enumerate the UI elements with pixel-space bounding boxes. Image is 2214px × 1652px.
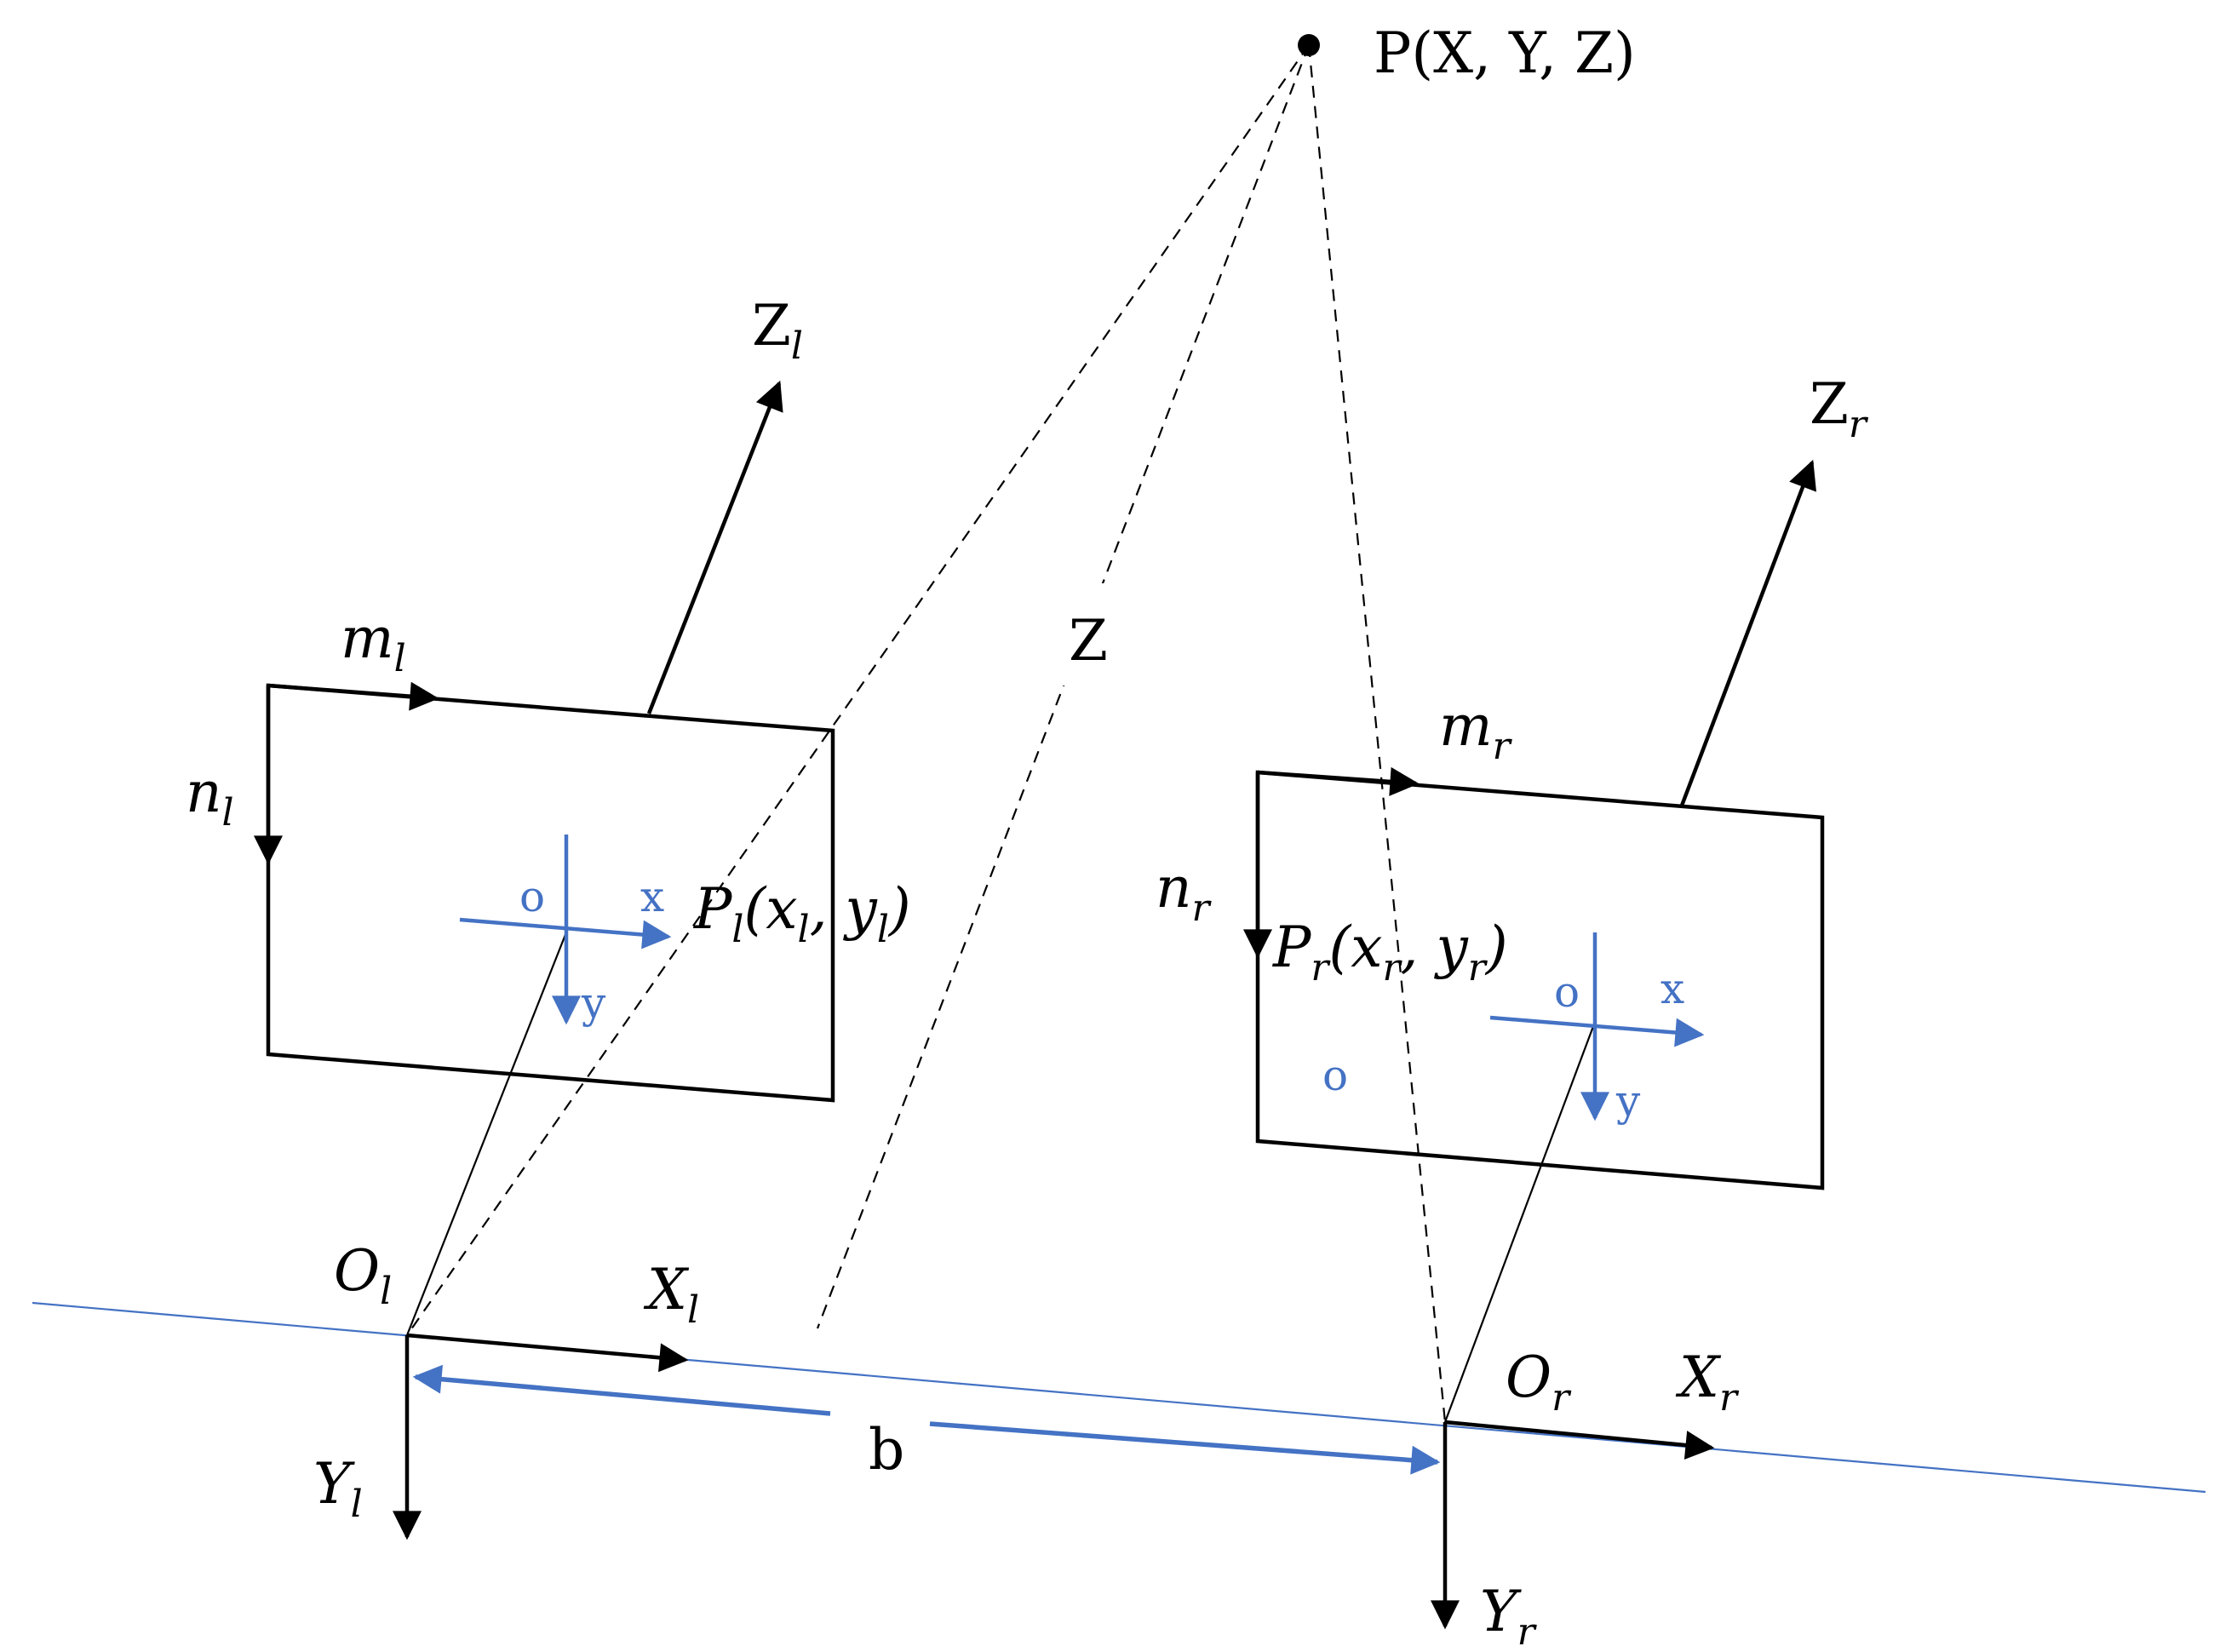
right-image-x-label: x [1660, 964, 1684, 1013]
left-optical-axis-label: Zl [752, 293, 803, 368]
right-world-x-axis-arrow [1444, 1420, 1715, 1460]
left-camera: o x y Zl ml nl Pl(xl, yl) Ol Xl Yl [186, 293, 911, 1540]
left-m-axis-arrow [267, 681, 439, 711]
right-n-label: nr [1156, 855, 1213, 930]
ray-p-to-left-origin [406, 44, 1310, 1336]
left-projection-label: Pl(xl, yl) [693, 876, 911, 951]
left-image-plane [266, 683, 835, 1103]
right-stray-mark: o [1322, 1051, 1348, 1100]
right-world-y-label: Yr [1480, 1579, 1538, 1652]
left-image-origin-label: o [519, 872, 545, 921]
point-p-label: P(X, Y, Z) [1374, 20, 1636, 86]
left-origin-label: Ol [334, 1238, 392, 1313]
baseline-label: b [869, 1417, 904, 1483]
right-image-plane [1255, 770, 1825, 1190]
right-image-origin-label: o [1554, 967, 1580, 1017]
left-optical-axis-arrow [646, 380, 783, 714]
right-optical-axis-label: Zr [1810, 371, 1869, 446]
left-focal-line [405, 932, 568, 1336]
ray-p-to-right-origin [1307, 44, 1447, 1423]
right-m-label: mr [1439, 693, 1513, 768]
right-m-axis-arrow [1257, 766, 1420, 796]
depth-label: Z [1069, 608, 1108, 674]
right-projection-label: Pr(xr, yr) [1272, 915, 1508, 989]
right-image-y-label: y [1615, 1076, 1641, 1126]
left-world-y-label: Yl [313, 1451, 363, 1526]
left-world-x-label: Xl [643, 1257, 699, 1332]
depth-label-gap [1047, 583, 1124, 685]
right-world-x-label: Xr [1675, 1345, 1740, 1420]
left-m-label: ml [341, 605, 406, 680]
right-camera: o x y o Zr mr nr Pr(xr, yr) Or Xr Yr [1156, 371, 1869, 1652]
baseline-arrow-right-half [929, 1421, 1441, 1475]
left-image-y-label: y [581, 978, 606, 1028]
right-origin-label: Or [1506, 1345, 1572, 1420]
left-image-x-axis-arrow [459, 917, 672, 949]
right-optical-axis-arrow [1679, 459, 1817, 806]
baseline-arrow-left-half [412, 1364, 831, 1416]
ray-p-depth [816, 44, 1311, 1329]
left-world-x-axis-arrow [406, 1333, 689, 1373]
baseline-line [32, 1301, 2206, 1494]
left-n-label: nl [186, 760, 234, 835]
left-image-x-label: x [640, 872, 664, 921]
right-focal-line [1443, 1021, 1597, 1423]
